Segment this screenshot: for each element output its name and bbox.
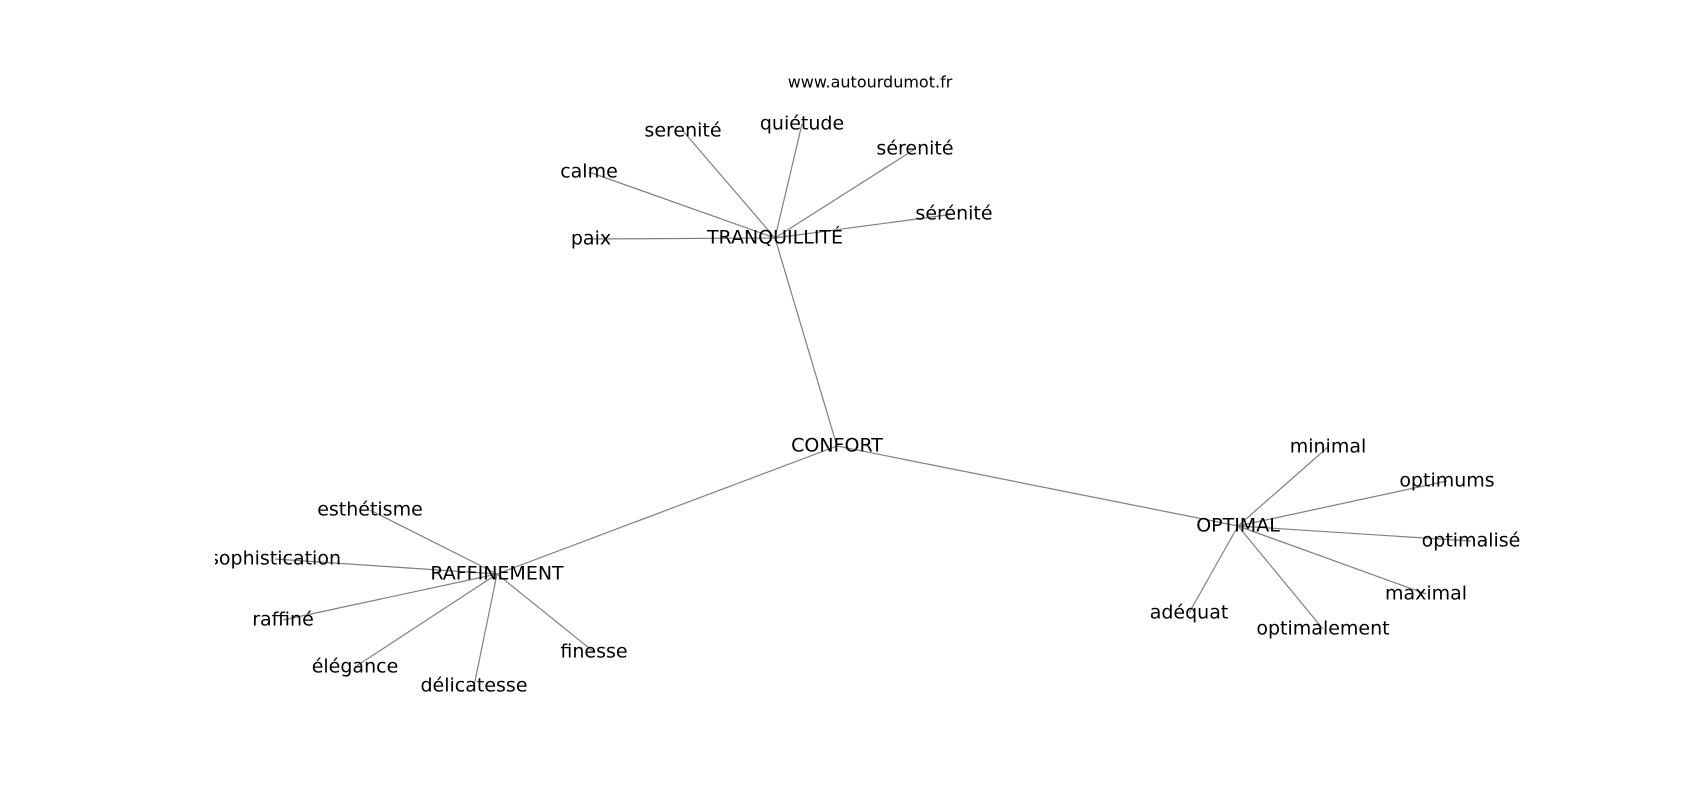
leaf-node-label: paix — [571, 228, 611, 250]
edge-tranquillite-leaf — [590, 237, 776, 240]
edge-tranquillite-leaf — [774, 123, 803, 239]
leaf-node-label: serenité — [644, 120, 721, 142]
leaf-node-label: finesse — [560, 641, 627, 663]
leaf-node-label: maximal — [1385, 583, 1467, 605]
edge-raffinement-leaf — [354, 573, 498, 668]
source-credit: www.autourdumot.fr — [788, 73, 953, 92]
leaf-node-label: élégance — [312, 656, 399, 678]
root-node-label: CONFORT — [791, 435, 883, 457]
hub-node-optimal: OPTIMAL — [1196, 515, 1280, 537]
leaf-node-label: adéquat — [1150, 602, 1229, 624]
edge-raffinement-leaf — [282, 573, 498, 621]
edge-optimal-leaf — [1188, 525, 1239, 614]
edge-tranquillite-leaf — [774, 148, 916, 239]
edge-root-raffinement — [496, 445, 838, 575]
edge-raffinement-leaf — [274, 558, 498, 575]
graph-labels: paix calme serenité quiétude sérenité sérénit… — [209, 113, 1521, 697]
leaf-node-label: optimalisé — [1422, 530, 1521, 552]
edge-root-optimal — [836, 445, 1239, 527]
edge-optimal-leaf — [1237, 480, 1448, 527]
edge-raffinement-leaf — [496, 573, 595, 653]
leaf-node-label: optimums — [1399, 470, 1494, 492]
leaf-node-label: sérénité — [915, 203, 992, 225]
leaf-node-label: esthétisme — [317, 499, 423, 521]
edge-raffinement-leaf — [369, 509, 498, 575]
leaf-node-label: sophistication — [209, 548, 341, 570]
edge-raffinement-leaf — [473, 573, 498, 687]
edge-optimal-leaf — [1237, 525, 1324, 630]
edge-tranquillite-leaf — [774, 213, 955, 239]
edge-optimal-leaf — [1237, 525, 1472, 542]
edge-optimal-leaf — [1237, 446, 1329, 527]
leaf-node-label: délicatesse — [420, 675, 527, 697]
leaf-node-label: minimal — [1290, 436, 1367, 458]
hub-node-raffinement: RAFFINEMENT — [430, 563, 564, 585]
hub-node-tranquillite: TRANQUILLITÉ — [706, 226, 843, 249]
edge-tranquillite-leaf — [682, 130, 776, 239]
edge-root-tranquillite — [774, 237, 838, 447]
leaf-node-label: optimalement — [1256, 618, 1389, 640]
leaf-node-label: quiétude — [760, 113, 844, 135]
leaf-node-label: raffiné — [252, 609, 314, 631]
edge-tranquillite-leaf — [588, 171, 776, 239]
leaf-node-label: sérenité — [876, 138, 953, 160]
edge-optimal-leaf — [1237, 525, 1427, 595]
graph-edges — [274, 123, 1472, 687]
leaf-node-label: calme — [560, 161, 618, 183]
